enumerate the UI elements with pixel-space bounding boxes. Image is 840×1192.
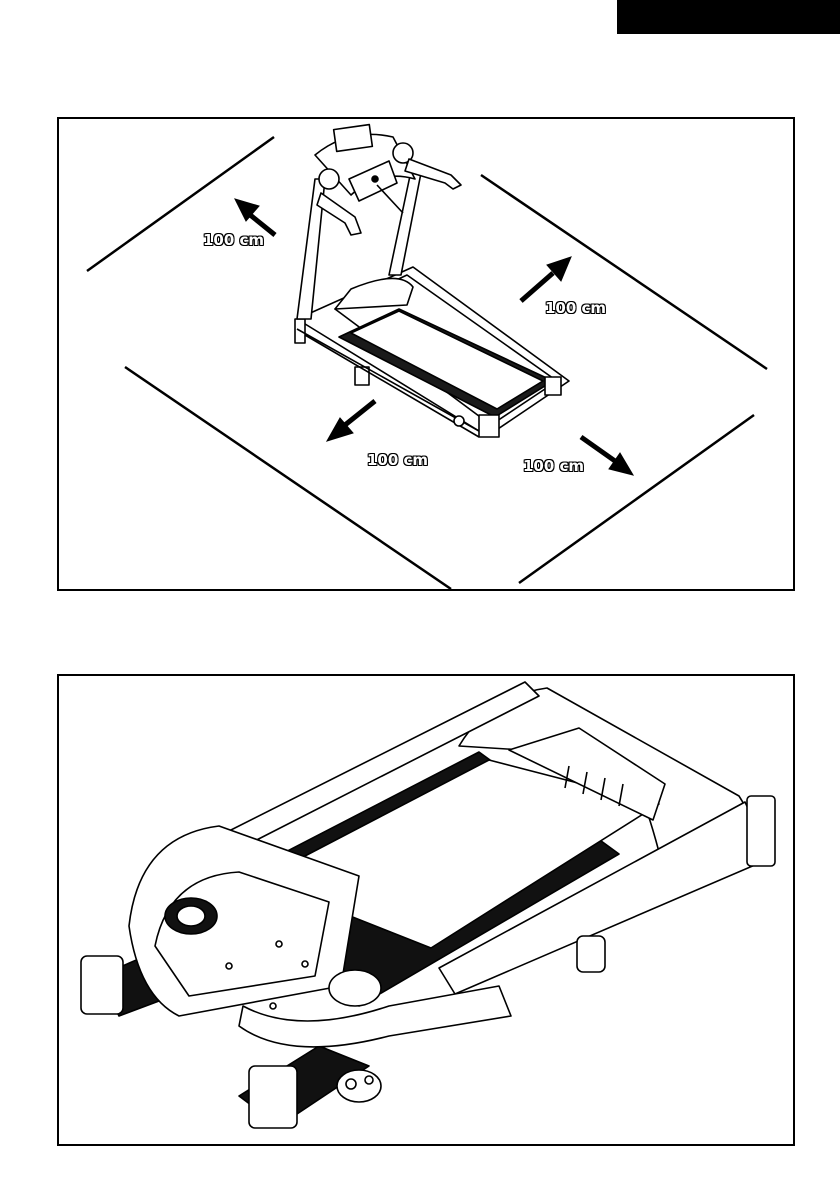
- treadmill-folded-drawing: [59, 676, 793, 1144]
- clearance-label-right: 100 cm: [545, 299, 606, 317]
- boundary-line-front-right: [519, 415, 754, 583]
- section-tab: [617, 0, 840, 34]
- clearance-diagram-panel: 100 cm 100 cm 100 cm 100 cm: [57, 117, 795, 591]
- arrow-back-icon: [235, 199, 275, 235]
- folded-treadmill-panel: [57, 674, 795, 1146]
- boundary-line-back-right: [481, 175, 767, 369]
- arrow-left-front-icon: [327, 401, 375, 441]
- clearance-label-front-left: 100 cm: [367, 451, 428, 469]
- arrow-right-front-icon: [581, 437, 633, 475]
- arrow-right-icon: [521, 257, 571, 301]
- clearance-label-back: 100 cm: [203, 231, 264, 249]
- boundary-line-front-left: [125, 367, 451, 589]
- clearance-label-front-right: 100 cm: [523, 457, 584, 475]
- clearance-diagram: [59, 119, 793, 589]
- treadmill-upright-drawing: [295, 125, 569, 437]
